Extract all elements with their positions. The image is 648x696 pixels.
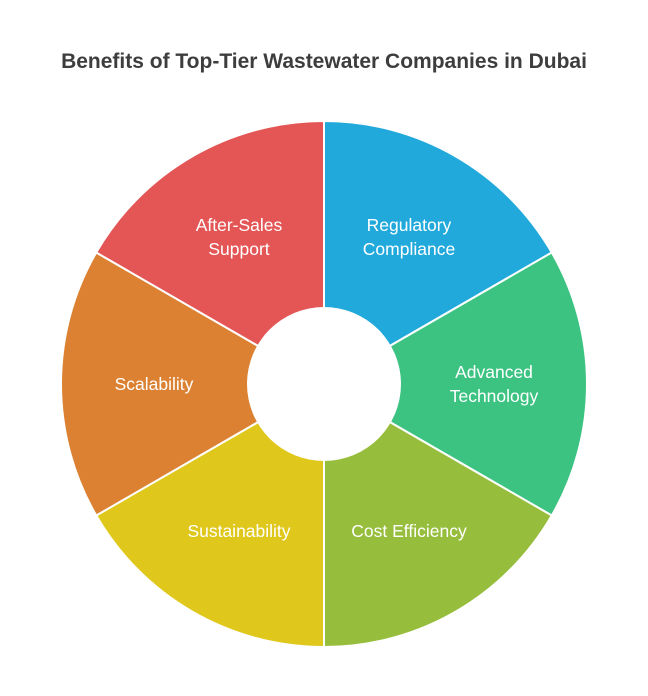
segment-label-line: After-Sales (196, 215, 283, 235)
segment-label-cost-efficiency: Cost Efficiency (351, 521, 467, 541)
segment-label-line: Compliance (363, 239, 455, 259)
segment-after-sales-support (95, 120, 325, 385)
segments-layer (60, 120, 588, 648)
segment-advanced-technology (323, 251, 588, 517)
center-hole (247, 307, 401, 461)
segment-label-line: Technology (450, 386, 539, 406)
segment-scalability (60, 251, 325, 517)
segment-cost-efficiency (323, 383, 553, 648)
segment-label-sustainability: Sustainability (187, 521, 290, 541)
segment-label-line: Advanced (455, 362, 533, 382)
segment-label-line: Scalability (115, 374, 194, 394)
segment-label-line: Sustainability (187, 521, 290, 541)
page-title: Benefits of Top-Tier Wastewater Companie… (61, 50, 587, 73)
segment-sustainability (95, 383, 325, 648)
segment-label-line: Support (208, 239, 269, 259)
segment-label-scalability: Scalability (115, 374, 194, 394)
segment-label-line: Regulatory (367, 215, 452, 235)
segment-regulatory-compliance (323, 120, 553, 385)
segment-label-line: Cost Efficiency (351, 521, 467, 541)
